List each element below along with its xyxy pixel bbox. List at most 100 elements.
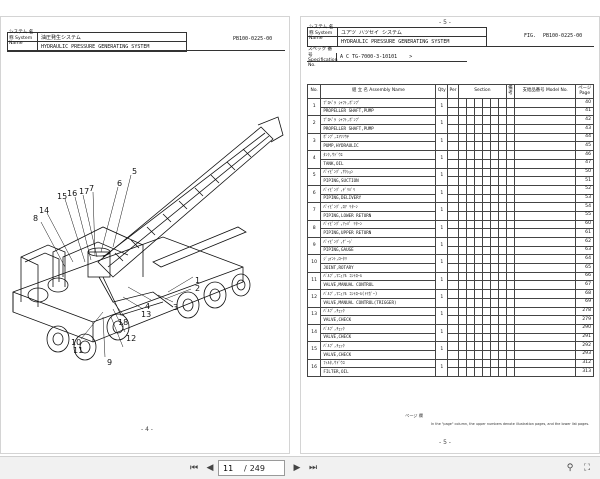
grid-cell [447,115,459,126]
part-number-cell [513,141,577,152]
grid-cell [473,219,483,230]
part-number-cell [513,358,577,369]
grid-cell [473,367,483,377]
grid-cell [465,237,475,247]
grid-cell [497,176,507,186]
left-page-code: PB100-0225-00 [233,36,273,42]
remarks-cell [505,332,515,343]
part-number-cell [513,210,577,221]
grid-cell [447,193,459,204]
remarks-cell [505,202,515,212]
remarks-cell [505,271,515,282]
grid-cell [457,106,467,117]
grid-cell [489,106,499,117]
remarks-cell [505,280,515,291]
item-name-kana: ﾎﾟﾝﾌﾟ,ﾕｱﾂｿｳﾁ [320,132,437,143]
grid-cell [465,245,475,256]
grid-cell [447,349,459,360]
next-page-button[interactable]: ▶ [290,461,304,475]
grid-cell [473,349,483,360]
grid-cell [481,228,491,238]
grid-cell [473,150,483,160]
page-ref: 292 [575,341,594,351]
item-qty: 1 [435,358,449,378]
first-page-button[interactable]: ⏮ [187,461,201,475]
item-number: 7 [306,202,322,221]
item-name-kana: ﾌｨﾙﾀ,ｻﾄﾞｳﾕ [320,358,437,369]
item-qty: 1 [435,236,449,256]
callout-4: 4 [145,302,150,311]
grid-cell [473,202,483,212]
grid-cell [489,158,499,169]
callout-10: 10 [71,338,81,347]
item-name-en: PIPING,UPPER RETURN [320,228,437,238]
item-number: 4 [306,150,322,169]
part-number-cell [513,323,577,334]
item-number: 5 [306,167,322,186]
callout-15: 15 [57,192,67,201]
zoom-button[interactable]: ⚲ [563,461,577,475]
page-ref: 51 [575,176,594,186]
grid-cell [457,176,467,186]
grid-cell [473,341,483,351]
grid-cell [465,106,475,117]
part-number-cell [513,271,577,282]
grid-cell [497,106,507,117]
grid-cell [473,176,483,186]
page-ref: 45 [575,141,594,152]
item-number: 10 [306,254,322,273]
grid-cell [489,193,499,204]
item-name-kana: ﾌﾟﾛﾍﾟﾗ ｼｬﾌﾄ,ﾎﾟﾝﾌﾟ [320,98,437,108]
grid-cell [489,210,499,221]
item-number: 12 [306,289,322,308]
remarks-cell [505,176,515,186]
page-ref: 66 [575,271,594,282]
grid-cell [497,280,507,291]
last-page-button[interactable]: ⏭ [306,461,320,475]
remarks-cell [505,98,515,108]
grid-cell [465,219,475,230]
item-name-kana: ﾊﾞﾙﾌﾞ,ﾏﾆｭｱﾙ ｺﾝﾄﾛｰﾙ [320,271,437,282]
grid-cell [447,219,459,230]
grid-cell [497,332,507,343]
fullscreen-button[interactable]: ⛶ [580,461,594,475]
grid-cell [473,106,483,117]
grid-cell [489,167,499,178]
grid-cell [489,254,499,265]
page-indicator: / 249 [218,460,285,476]
part-number-cell [513,263,577,273]
grid-cell [481,167,491,178]
current-page-input[interactable] [223,463,241,473]
remarks-cell [505,158,515,169]
grid-cell [497,150,507,160]
grid-cell [447,254,459,265]
grid-cell [457,323,467,334]
page-ref: 53 [575,193,594,204]
previous-page-button[interactable]: ◀ [203,461,217,475]
grid-cell [447,358,459,369]
grid-cell [473,158,483,169]
grid-cell [497,202,507,212]
spec-end: > [409,54,413,60]
grid-cell [465,263,475,273]
part-number-cell [513,176,577,186]
system-name-kana: ユアツ ハツセイ システム [341,29,402,36]
grid-cell [497,358,507,369]
item-number: 6 [306,184,322,204]
page-ref: 62 [575,237,594,247]
grid-cell [465,167,475,178]
item-name-en: VALVE,MANUAL CONTROL [320,280,437,291]
part-number-cell [513,132,577,143]
grid-cell [481,141,491,152]
grid-cell [481,280,491,291]
page-ref: 312 [575,358,594,369]
remarks-cell [505,289,515,299]
